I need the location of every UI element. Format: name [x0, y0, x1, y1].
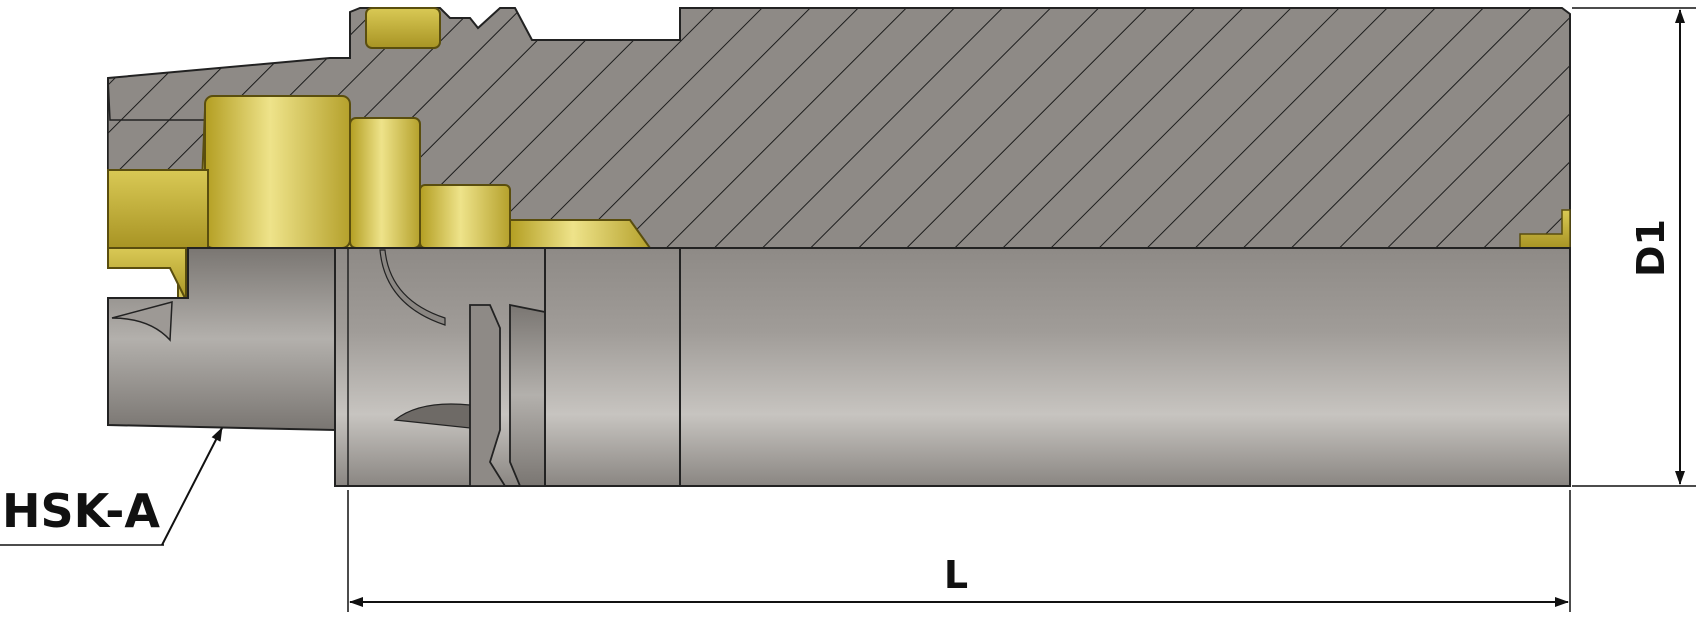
gripper-groove-right	[509, 303, 546, 487]
gripper-groove	[469, 304, 507, 487]
hsk-taper-shank	[107, 247, 336, 432]
neck	[544, 247, 681, 487]
clamping-finger-tip	[107, 247, 187, 301]
coolant-pin	[509, 219, 652, 249]
clamping-finger	[107, 169, 209, 249]
clamping-sleeve-body	[204, 95, 351, 249]
clamping-unit	[107, 7, 1571, 301]
clamping-piston	[349, 117, 421, 249]
hsk-keyway	[111, 301, 173, 342]
l-label: L	[944, 553, 968, 597]
dimension-l: L	[347, 490, 1571, 612]
hsk-a-leader	[161, 427, 223, 546]
cylindrical-body	[679, 247, 1571, 487]
hsk-a-callout: HSK-A	[0, 427, 223, 546]
dimension-d1: D1	[1572, 7, 1696, 487]
top-plug	[365, 7, 441, 49]
lower-external-view	[107, 247, 1571, 487]
flange-drive-slot	[379, 249, 446, 326]
hsk-a-label: HSK-A	[2, 484, 160, 538]
d1-label: D1	[1629, 219, 1673, 277]
coolant-tube	[419, 184, 511, 249]
